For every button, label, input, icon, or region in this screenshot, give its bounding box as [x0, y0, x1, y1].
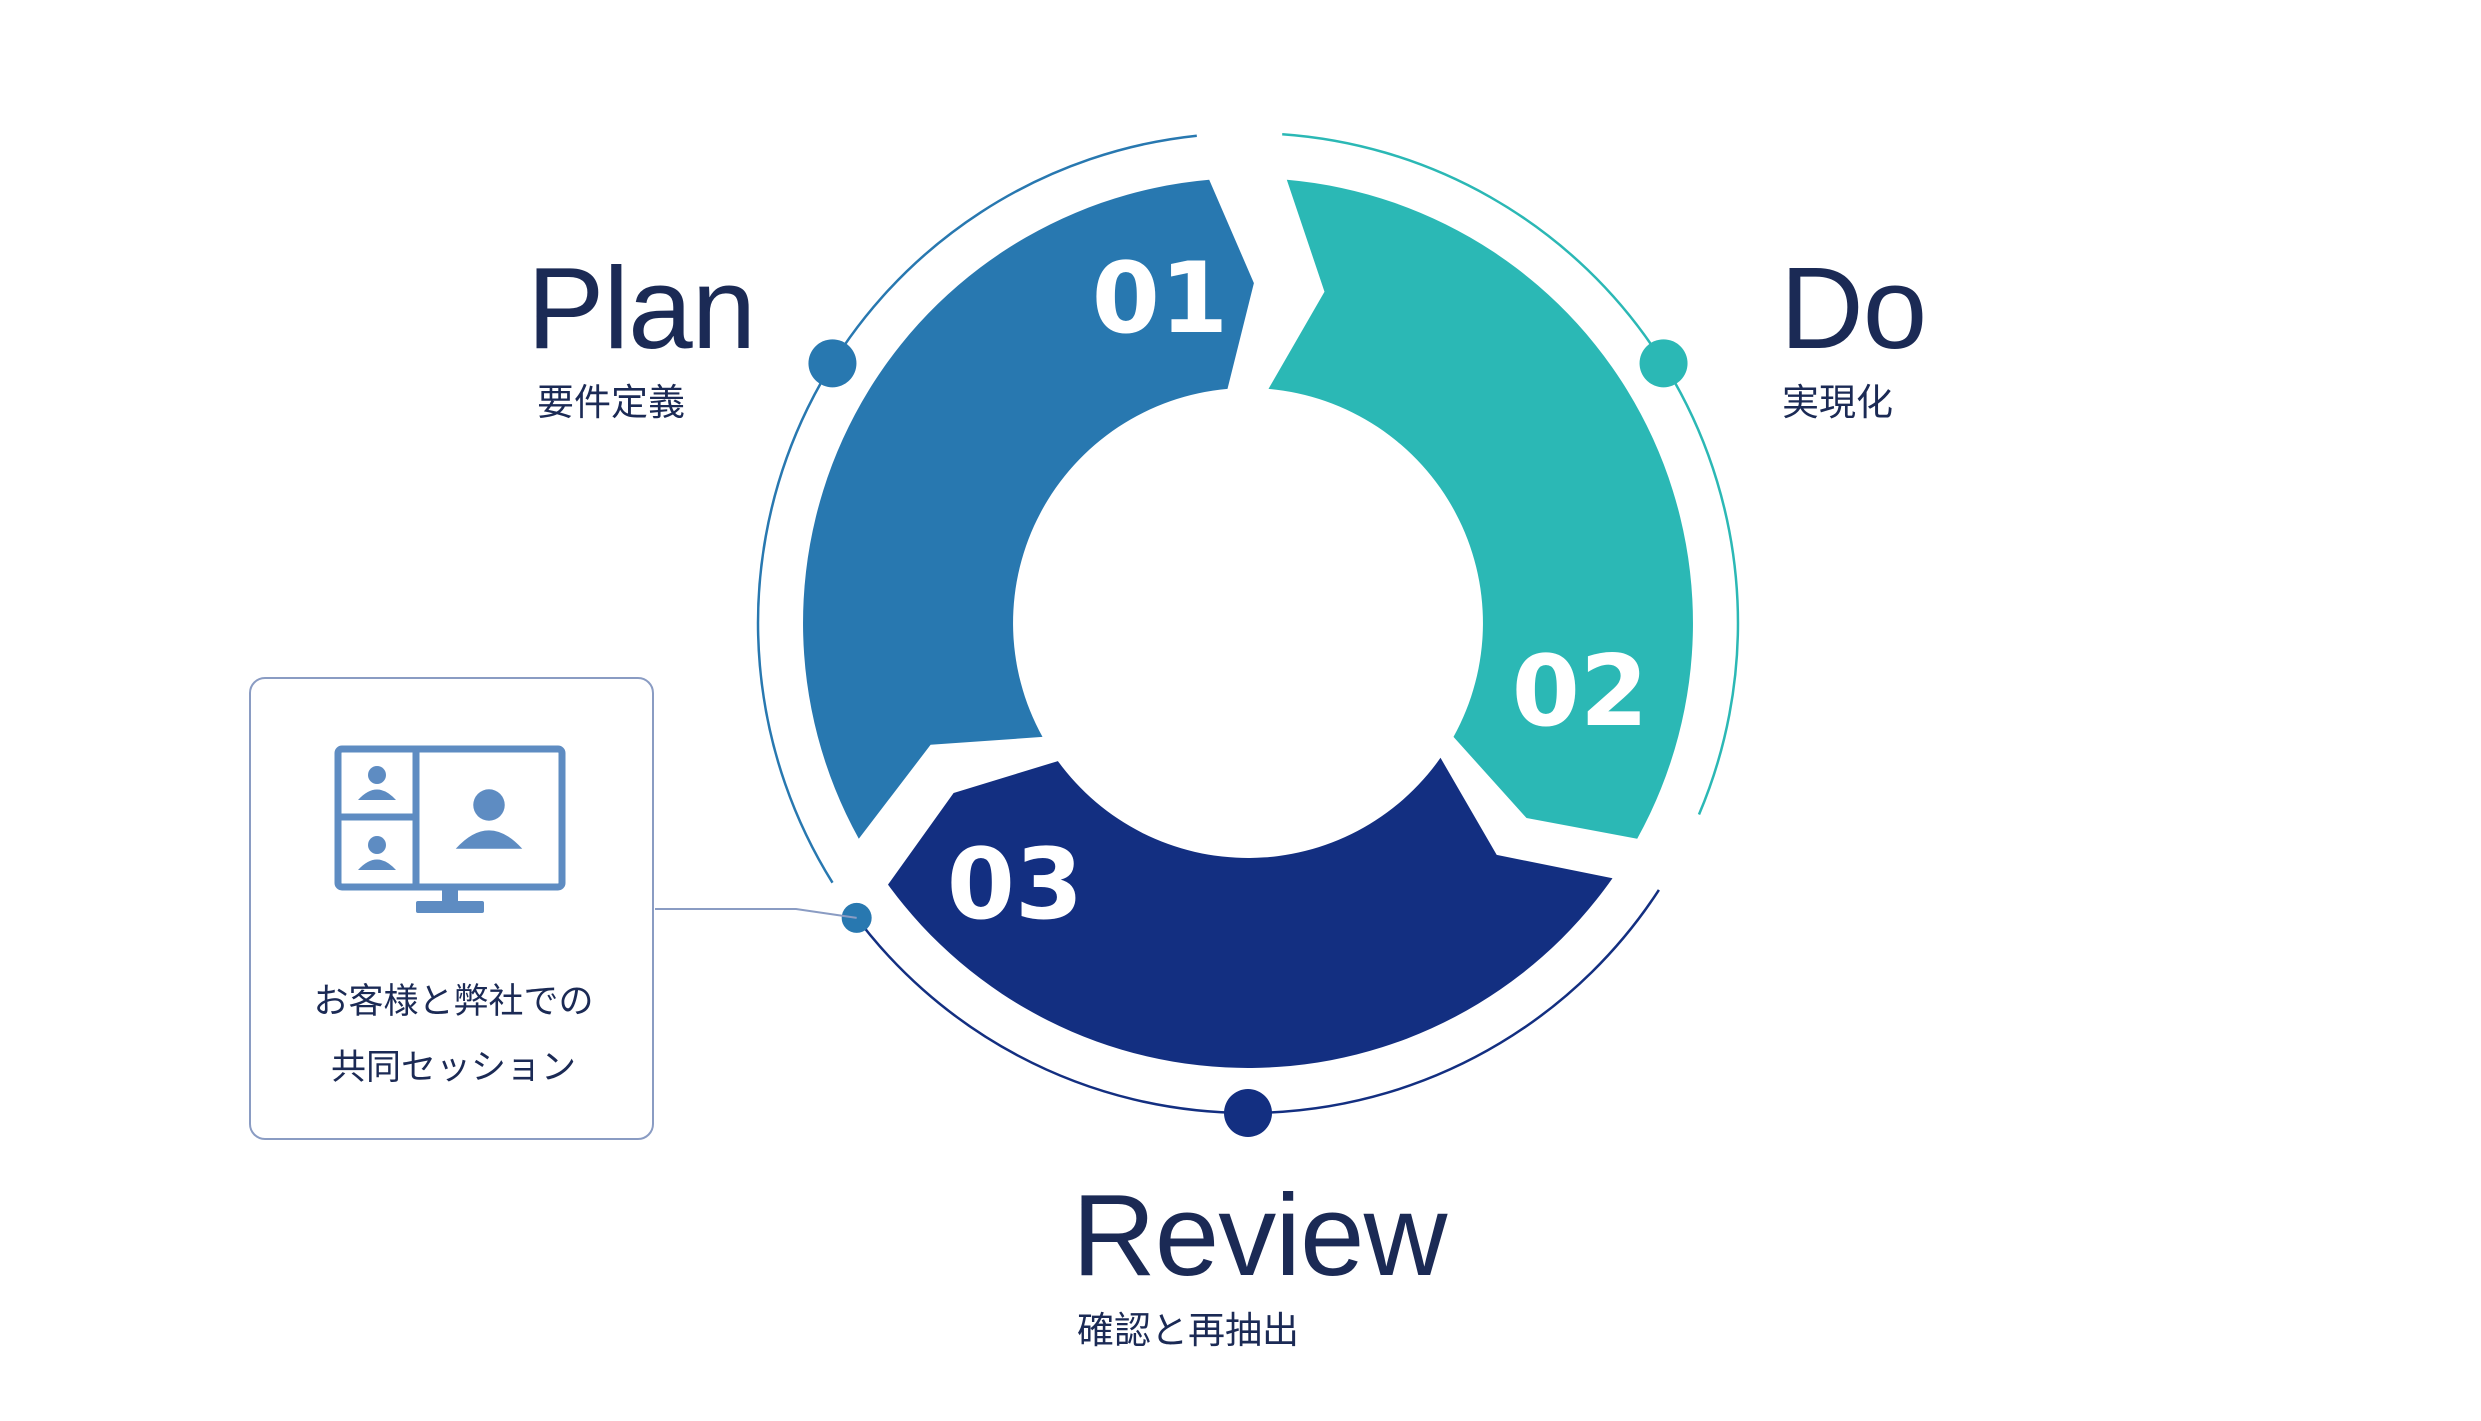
- review-marker-dot: [1224, 1089, 1272, 1137]
- phase-number-03: 03: [947, 828, 1083, 942]
- do-marker-dot: [1639, 339, 1688, 388]
- segment-plan: [803, 179, 1254, 839]
- plan-marker-dot: [808, 339, 857, 388]
- callout-box: お客様と弊社での 共同セッション: [249, 677, 654, 1140]
- video-conference-monitor-icon: [334, 745, 566, 913]
- phase-title-review: Review: [1072, 1170, 1447, 1300]
- phase-number-01: 01: [1092, 242, 1228, 356]
- phase-subtitle-plan: 要件定義: [537, 381, 685, 424]
- phase-subtitle-do: 実現化: [1782, 381, 1893, 424]
- phase-number-02: 02: [1512, 635, 1648, 749]
- segment-review: [888, 757, 1613, 1068]
- outer-arc-plan: [756, 134, 1197, 884]
- segment-do: [1268, 179, 1693, 839]
- phase-title-plan: Plan: [527, 243, 756, 373]
- callout-connector-line: [655, 908, 857, 919]
- phase-title-do: Do: [1780, 243, 1927, 373]
- phase-subtitle-review: 確認と再抽出: [1077, 1309, 1299, 1352]
- callout-text-line-2: 共同セッション: [330, 1048, 576, 1088]
- callout-text-line-1: お客様と弊社での: [313, 982, 594, 1022]
